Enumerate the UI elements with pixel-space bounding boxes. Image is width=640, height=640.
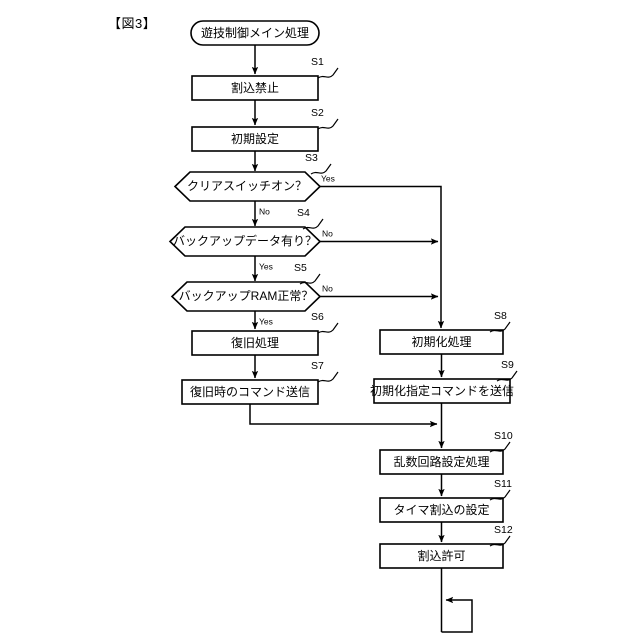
node-s2: 初期設定 S2 bbox=[191, 107, 339, 152]
node-s3-label: クリアスイッチオン？ bbox=[187, 179, 307, 193]
node-s1-step-id: S1 bbox=[311, 56, 324, 68]
branch-label-s4-no: No bbox=[322, 228, 333, 238]
node-s9-label: 初期化指定コマンドを送信 bbox=[370, 383, 514, 398]
node-s5-label: バックアップRAM正常？ bbox=[179, 289, 314, 303]
node-s5-step-id: S5 bbox=[294, 262, 307, 274]
node-s6: 復旧処理 S6 bbox=[191, 311, 339, 356]
node-s12: 割込許可 S12 bbox=[379, 524, 513, 569]
node-s4: バックアップデータ有り？ S4 No Yes bbox=[168, 207, 333, 271]
branch-label-s3-yes: Yes bbox=[321, 173, 335, 183]
figure-label: 【図3】 bbox=[108, 16, 157, 31]
node-s2-label: 初期設定 bbox=[231, 131, 279, 146]
branch-label-s5-yes: Yes bbox=[259, 316, 273, 326]
start-terminal: 遊技制御メイン処理 bbox=[190, 20, 320, 46]
node-s3: クリアスイッチオン？ S3 Yes No bbox=[173, 152, 335, 216]
node-s2-step-id: S2 bbox=[311, 107, 324, 119]
node-s8-label: 初期化処理 bbox=[411, 335, 471, 349]
node-s7-step-id: S7 bbox=[311, 360, 324, 372]
node-s10-step-id: S10 bbox=[494, 430, 513, 442]
branch-label-s3-no: No bbox=[259, 206, 270, 216]
node-s10: 乱数回路設定処理 S10 bbox=[379, 430, 513, 475]
node-s12-step-id: S12 bbox=[494, 524, 513, 536]
node-s4-step-id: S4 bbox=[297, 207, 310, 219]
node-s7: 復旧時のコマンド送信 S7 bbox=[181, 360, 339, 405]
node-s1-label: 割込禁止 bbox=[231, 80, 279, 95]
node-s12-label: 割込許可 bbox=[417, 548, 465, 563]
node-s9: 初期化指定コマンドを送信 S9 bbox=[370, 359, 518, 404]
node-s3-step-id: S3 bbox=[305, 152, 318, 164]
node-s8-step-id: S8 bbox=[494, 310, 507, 322]
node-s9-step-id: S9 bbox=[501, 359, 514, 371]
edge-s7-to-s10-trunk bbox=[249, 404, 438, 428]
node-s11-label: タイマ割込の設定 bbox=[393, 502, 489, 517]
node-s6-step-id: S6 bbox=[311, 311, 324, 323]
node-s1: 割込禁止 S1 bbox=[191, 56, 339, 101]
node-s5: バックアップRAM正常？ S5 No Yes bbox=[170, 262, 333, 326]
node-s11: タイマ割込の設定 S11 bbox=[379, 478, 512, 523]
branch-label-s4-yes: Yes bbox=[259, 261, 273, 271]
branch-label-s5-no: No bbox=[322, 283, 333, 293]
node-s10-label: 乱数回路設定処理 bbox=[393, 454, 489, 469]
edge-s3-yes-to-s8 bbox=[320, 185, 445, 329]
start-terminal-label: 遊技制御メイン処理 bbox=[201, 25, 309, 40]
loop-back-path bbox=[441, 596, 473, 633]
node-s11-step-id: S11 bbox=[494, 478, 512, 490]
node-s8: 初期化処理 S8 bbox=[379, 310, 511, 355]
node-s6-label: 復旧処理 bbox=[231, 335, 279, 350]
node-s4-label: バックアップデータ有り？ bbox=[173, 233, 317, 248]
node-s7-label: 復旧時のコマンド送信 bbox=[190, 384, 310, 399]
